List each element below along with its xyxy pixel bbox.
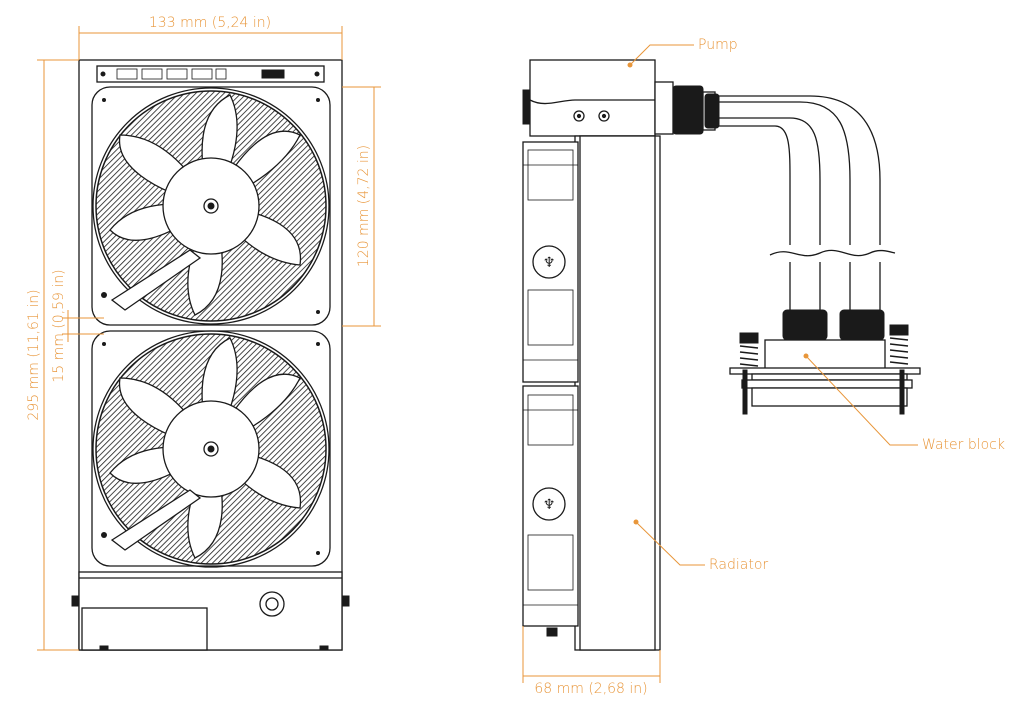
bottom-end-tank	[71, 571, 350, 651]
fans-side: ♆ ♆	[522, 141, 639, 637]
connector-strip	[96, 65, 325, 83]
coolant-tubes	[718, 95, 896, 310]
pump-block	[522, 59, 656, 137]
fan-size-dimension: 120 mm (4,72 in)	[356, 145, 372, 267]
fan-logo-icon	[532, 487, 566, 521]
pump-label: Pump	[698, 37, 738, 53]
radiator-side-body	[574, 135, 661, 651]
svg-text:♆: ♆	[543, 255, 556, 271]
fan-gap-dimension: 15 mm (0,59 in)	[51, 269, 67, 382]
radiator-label: Radiator	[709, 557, 768, 573]
callouts: Pump Radiator Water block 68 mm (2,68 in…	[522, 37, 1005, 697]
pump-fittings	[654, 81, 720, 135]
top-fan	[91, 86, 331, 326]
fan-logo-icon	[532, 245, 566, 279]
front-view	[71, 59, 350, 651]
width-dimension: 133 mm (5,24 in)	[149, 15, 271, 31]
side-view: ♆ ♆	[522, 59, 921, 651]
height-dimension: 295 mm (11,61 in)	[26, 289, 42, 420]
water-block-assembly	[729, 309, 921, 415]
fill-port	[259, 591, 285, 617]
water-block-label: Water block	[922, 437, 1005, 453]
svg-text:♆: ♆	[543, 497, 556, 513]
front-dimensions: 133 mm (5,24 in) 295 mm (11,61 in) 120 m…	[26, 15, 381, 651]
bottom-fan	[91, 330, 331, 568]
fan-connectors	[100, 68, 320, 80]
depth-dimension: 68 mm (2,68 in)	[534, 681, 647, 697]
